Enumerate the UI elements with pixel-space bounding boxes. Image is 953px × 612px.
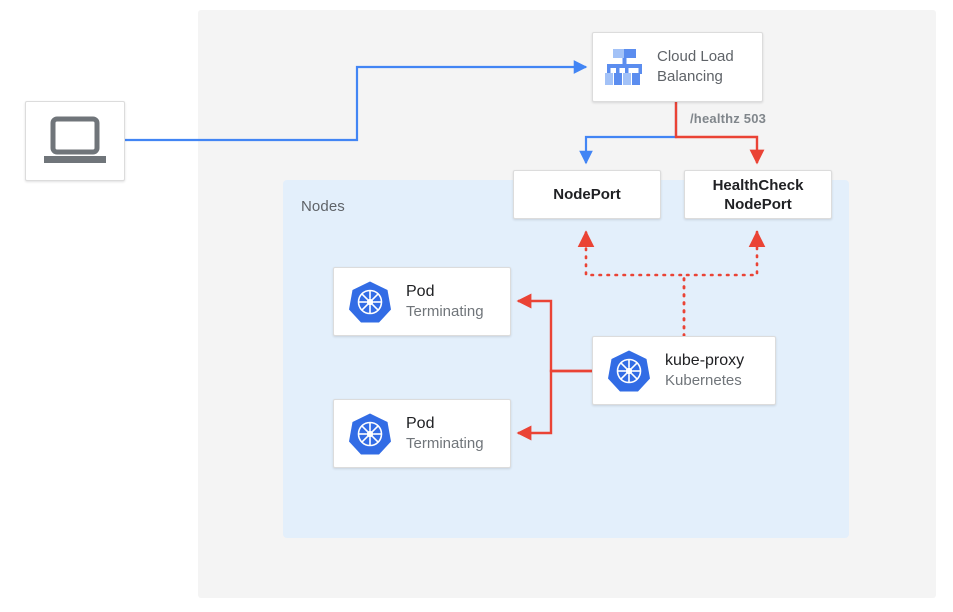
healthcheck-nodeport-label-line-1: HealthCheck <box>712 176 804 194</box>
pod-node-2[interactable]: Pod Terminating <box>333 399 511 468</box>
healthz-edge-label: /healthz 503 <box>690 111 767 126</box>
pod-1-status: Terminating <box>406 302 484 320</box>
pod-1-title: Pod <box>406 282 435 300</box>
cloud-load-balancing-title-line-2: Balancing <box>657 68 723 85</box>
cloud-load-balancing-icon <box>605 49 642 85</box>
cloud-load-balancing-label: Cloud Load Balancing <box>657 47 734 87</box>
nodes-region-label: Nodes <box>301 198 345 215</box>
kube-proxy-node[interactable]: kube-proxy Kubernetes <box>592 336 776 405</box>
pod-2-title: Pod <box>406 414 435 432</box>
pod-node-1[interactable]: Pod Terminating <box>333 267 511 336</box>
nodeport-label: NodePort <box>553 186 621 203</box>
cloud-load-balancing-node[interactable]: Cloud Load Balancing <box>592 32 763 102</box>
pod-2-label: Pod Terminating <box>406 414 484 454</box>
kube-proxy-label: kube-proxy Kubernetes <box>665 351 744 391</box>
pod-1-label: Pod Terminating <box>406 282 484 322</box>
kubernetes-icon <box>349 281 391 322</box>
kube-proxy-subtitle: Kubernetes <box>665 371 742 389</box>
kubernetes-icon <box>349 413 391 454</box>
cloud-load-balancing-title-line-1: Cloud Load <box>657 48 734 65</box>
kubernetes-icon <box>608 350 650 391</box>
laptop-icon <box>44 116 106 163</box>
kube-proxy-title: kube-proxy <box>665 351 745 369</box>
pod-2-status: Terminating <box>406 434 484 452</box>
healthcheck-nodeport-node[interactable]: HealthCheck NodePort <box>684 170 832 219</box>
client-node[interactable] <box>25 101 125 181</box>
nodeport-node[interactable]: NodePort <box>513 170 661 219</box>
healthcheck-nodeport-label-line-2: NodePort <box>724 195 792 213</box>
